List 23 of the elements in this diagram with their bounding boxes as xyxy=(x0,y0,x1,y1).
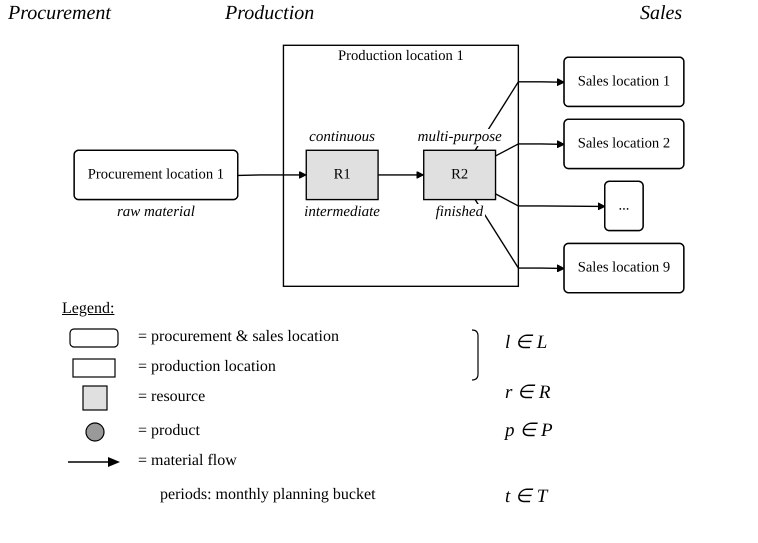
set-notation: l ∈ L xyxy=(505,331,548,354)
arrow xyxy=(495,140,565,157)
legend-text: = production location xyxy=(138,358,276,376)
node-box: R1 xyxy=(306,150,379,200)
node-box: R2 xyxy=(423,150,496,200)
annotation-text: multi-purpose xyxy=(416,129,504,146)
annotation-text: finished xyxy=(434,204,486,221)
column-heading: Procurement xyxy=(8,2,111,25)
column-heading: Production xyxy=(225,2,314,25)
arrow xyxy=(238,170,307,179)
legend-heading: Legend: xyxy=(62,300,114,318)
legend-note: periods: monthly planning bucket xyxy=(160,486,376,504)
arrow xyxy=(495,193,606,210)
legend-text: = product xyxy=(138,422,200,440)
set-notation: t ∈ T xyxy=(505,485,548,508)
set-notation: p ∈ P xyxy=(505,419,553,442)
column-heading: Sales xyxy=(640,2,682,25)
arrow xyxy=(474,199,565,272)
legend-text: = procurement & sales location xyxy=(138,328,339,346)
legend-text: = resource xyxy=(138,388,206,406)
set-notation: r ∈ R xyxy=(505,381,550,404)
arrow xyxy=(378,170,424,179)
legend-text: = material flow xyxy=(138,452,237,470)
